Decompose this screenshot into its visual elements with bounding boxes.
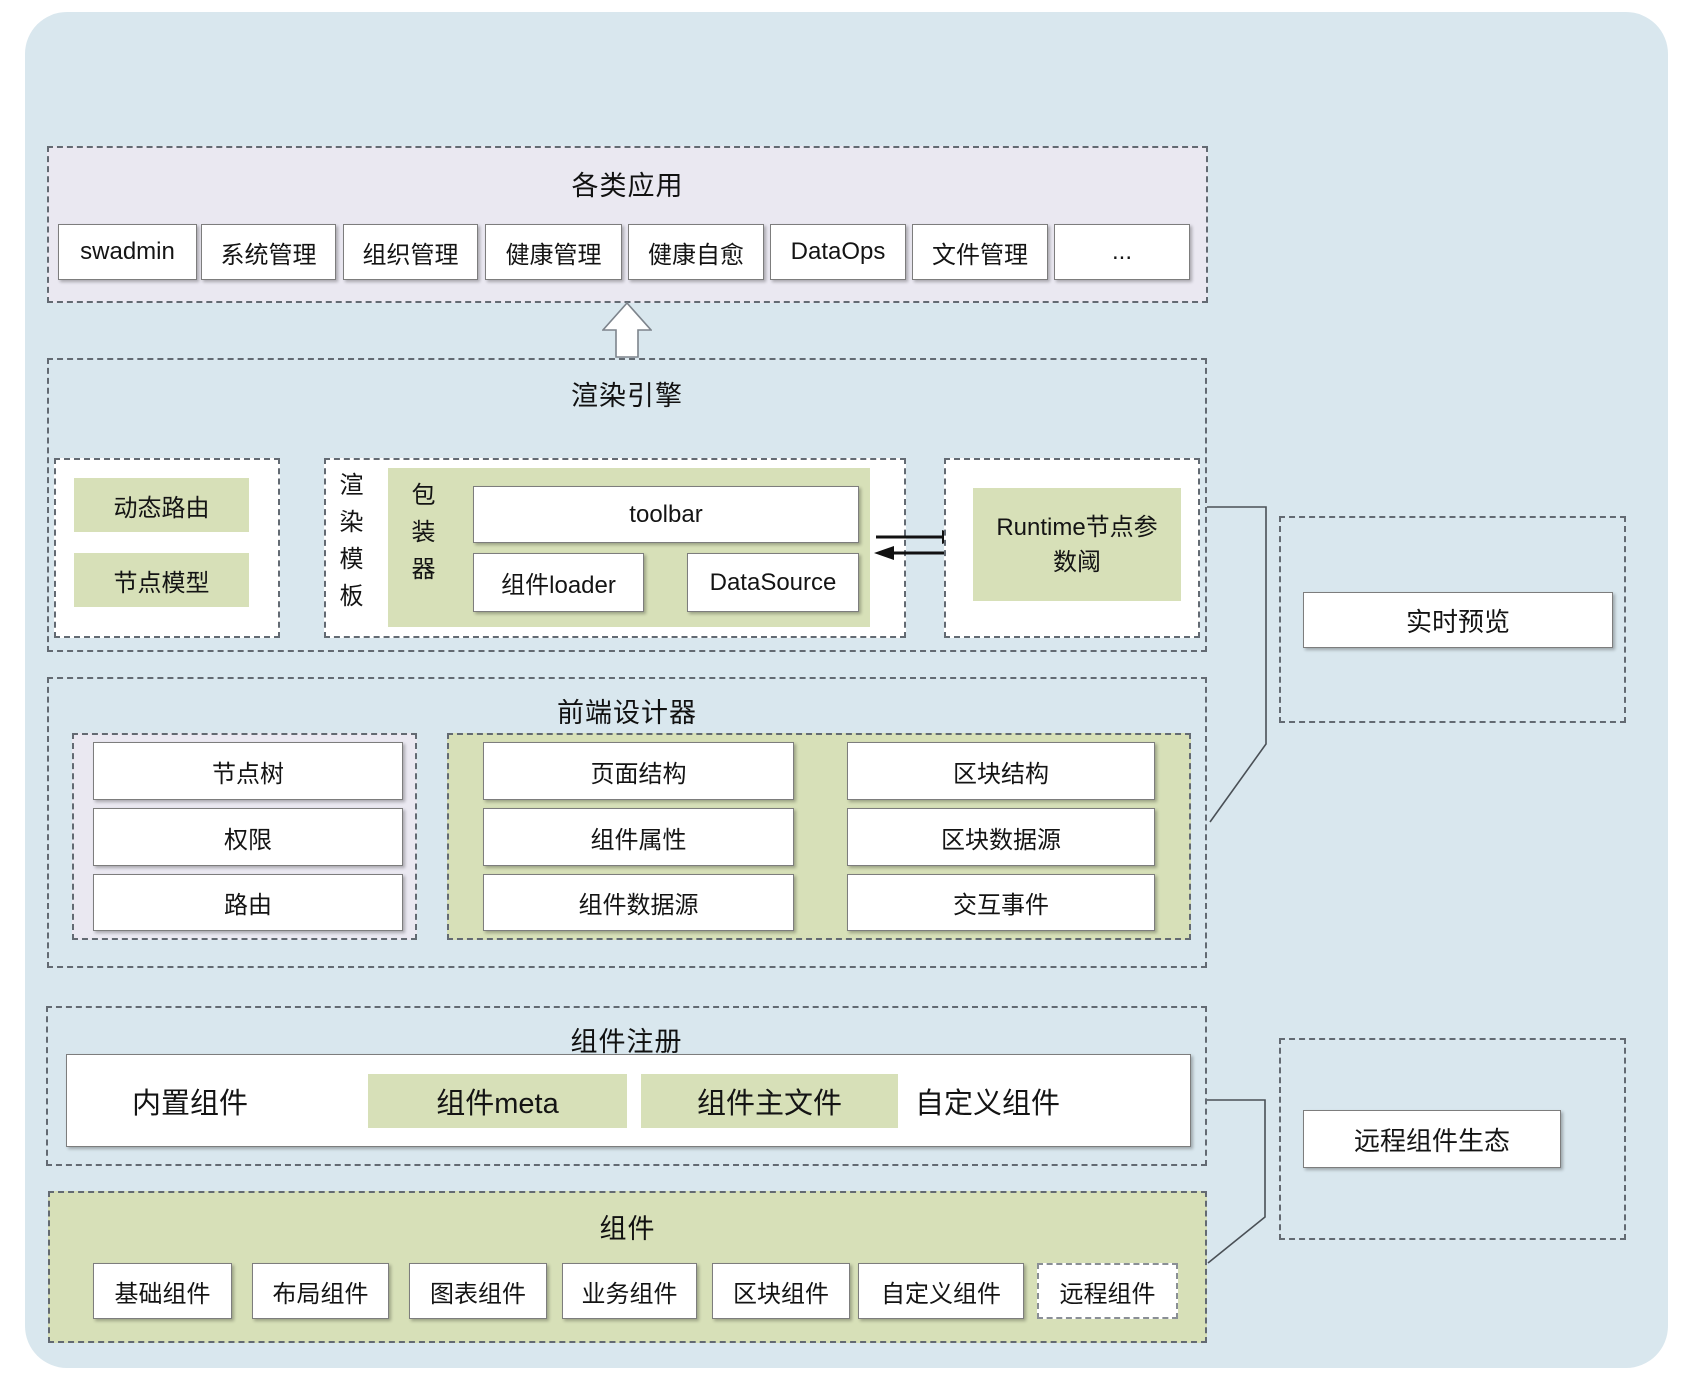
section-render-engine-title: 渲染引擎 <box>571 381 683 411</box>
component-props-box: 组件属性 <box>483 808 794 866</box>
node-model-box: 节点模型 <box>74 553 249 607</box>
base-components-box: 基础组件 <box>93 1263 232 1319</box>
component-datasource-box: 组件数据源 <box>483 874 794 931</box>
page-structure-box: 页面结构 <box>483 742 794 800</box>
block-datasource-box: 区块数据源 <box>847 808 1155 866</box>
node-tree-box: 节点树 <box>93 742 403 800</box>
app-box-org-mgmt: 组织管理 <box>343 224 478 280</box>
chart-components-box: 图表组件 <box>409 1263 547 1319</box>
block-structure-box: 区块结构 <box>847 742 1155 800</box>
app-box-swadmin: swadmin <box>58 224 197 280</box>
layout-components-box: 布局组件 <box>252 1263 389 1319</box>
realtime-preview-box: 实时预览 <box>1303 592 1613 648</box>
runtime-params-line2: 数阈 <box>1053 548 1101 576</box>
component-loader-box: 组件loader <box>473 553 644 612</box>
section-frontend-designer: 前端设计器 <box>47 677 1207 968</box>
remote-components-box: 远程组件 <box>1037 1263 1178 1319</box>
runtime-params-line1: Runtime节点参 <box>996 513 1158 541</box>
routes-box: 路由 <box>93 874 403 931</box>
runtime-params-box: Runtime节点参 数阈 <box>973 488 1181 601</box>
interaction-events-box: 交互事件 <box>847 874 1155 931</box>
block-components-box: 区块组件 <box>712 1263 850 1319</box>
up-arrow-icon <box>602 302 652 358</box>
app-box-more: ... <box>1054 224 1190 280</box>
remote-ecosystem-group <box>1279 1038 1626 1240</box>
section-render-engine: 渲染引擎 <box>47 358 1207 652</box>
app-box-dataops: DataOps <box>770 224 906 280</box>
app-box-system-mgmt: 系统管理 <box>201 224 336 280</box>
app-box-health-mgmt: 健康管理 <box>485 224 622 280</box>
builtin-components-label: 内置组件 <box>131 1087 248 1120</box>
registry-container <box>66 1054 1191 1147</box>
datasource-box: DataSource <box>687 553 859 612</box>
app-box-file-mgmt: 文件管理 <box>912 224 1048 280</box>
business-components-box: 业务组件 <box>562 1263 697 1319</box>
component-meta-box: 组件meta <box>368 1074 627 1128</box>
section-components-title: 组件 <box>599 1214 656 1244</box>
section-frontend-designer-title: 前端设计器 <box>557 698 697 728</box>
section-component-registry-title: 组件注册 <box>570 1027 683 1057</box>
section-component-registry: 组件注册 <box>46 1006 1207 1166</box>
realtime-preview-group <box>1279 516 1626 723</box>
custom-components-label: 自定义组件 <box>914 1087 1060 1120</box>
dynamic-routing-box: 动态路由 <box>74 478 249 532</box>
component-main-file-box: 组件主文件 <box>641 1074 898 1128</box>
custom-components-box: 自定义组件 <box>858 1263 1024 1319</box>
app-box-health-heal: 健康自愈 <box>628 224 764 280</box>
wrapper-label: 包装器 <box>407 482 434 593</box>
toolbar-box: toolbar <box>473 486 859 543</box>
render-template-label: 渲染模板 <box>335 472 362 620</box>
permissions-box: 权限 <box>93 808 403 866</box>
section-apps-title: 各类应用 <box>571 171 684 201</box>
remote-ecosystem-box: 远程组件生态 <box>1303 1110 1561 1168</box>
